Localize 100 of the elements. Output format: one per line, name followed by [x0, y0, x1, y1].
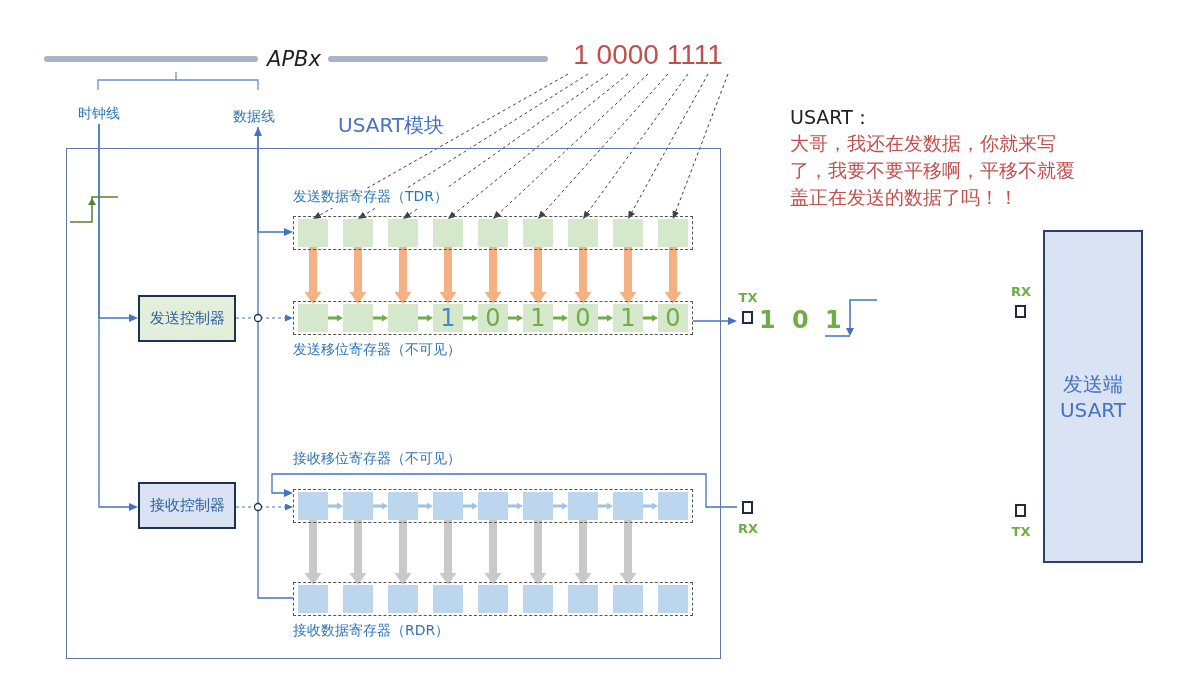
pin-label: TX — [737, 290, 759, 307]
arrow — [328, 314, 343, 322]
register-cell — [478, 219, 508, 247]
bit-cell: 0 — [568, 304, 598, 332]
pin-label: RX — [737, 521, 759, 538]
module-title: USART模块 — [338, 112, 445, 139]
block-arrow — [619, 520, 637, 585]
arrow — [373, 314, 388, 322]
arrow — [643, 502, 658, 510]
register-cell — [388, 304, 418, 332]
arrow — [553, 314, 568, 322]
register-cell — [388, 492, 418, 520]
arrow — [373, 502, 388, 510]
dashed-arrow — [235, 503, 293, 511]
block-arrow — [349, 247, 367, 304]
register-cell — [343, 219, 373, 247]
arrow — [598, 502, 613, 510]
register-cell — [568, 585, 598, 613]
controller-box: 接收控制器 — [138, 482, 236, 529]
register-cell — [298, 304, 328, 332]
register-cell — [343, 304, 373, 332]
register-cell — [523, 585, 553, 613]
register-cell — [613, 585, 643, 613]
block-arrow — [574, 520, 592, 585]
register-cell — [523, 492, 553, 520]
dashed-arrow — [628, 73, 709, 219]
bit-stream: 1 0 1 — [759, 306, 846, 332]
register-cell — [298, 492, 328, 520]
line-label: 时钟线 — [74, 104, 124, 124]
arrow — [553, 502, 568, 510]
register-cell — [478, 492, 508, 520]
dashed-arrow — [358, 73, 589, 219]
register-cell — [613, 492, 643, 520]
pin-label: TX — [1010, 524, 1032, 541]
register-cell — [433, 492, 463, 520]
bit-cell: 0 — [658, 304, 688, 332]
arrow — [328, 502, 343, 510]
note-heading: USART： — [790, 105, 872, 130]
register-cell — [658, 585, 688, 613]
binary-number: 1 0000 1111 — [562, 36, 734, 74]
dashed-arrow — [583, 73, 689, 219]
dashed-arrow — [447, 73, 629, 219]
dashed-arrow — [492, 73, 649, 219]
arrow — [254, 127, 294, 599]
arrow — [257, 126, 293, 236]
bit-cell: 1 — [433, 304, 463, 332]
pin-label: RX — [1010, 284, 1032, 301]
block-arrow — [394, 247, 412, 304]
register-cell — [568, 219, 598, 247]
block-arrow — [394, 520, 412, 585]
block-arrow — [439, 247, 457, 304]
line-label: 数据线 — [229, 107, 279, 127]
arrow — [271, 473, 738, 508]
dashed-arrow — [402, 73, 609, 219]
block-arrow — [529, 247, 547, 304]
register-cell — [343, 585, 373, 613]
arrow — [692, 317, 737, 325]
arrow — [418, 314, 433, 322]
block-arrow — [529, 520, 547, 585]
dashed-arrow — [235, 314, 293, 322]
block-arrow — [484, 520, 502, 585]
arrow — [418, 502, 433, 510]
block-arrow — [664, 247, 682, 304]
arrow — [463, 502, 478, 510]
arrow — [598, 314, 613, 322]
dashed-arrow — [537, 73, 669, 219]
arrow — [643, 314, 658, 322]
bit-cell: 1 — [613, 304, 643, 332]
register-cell — [658, 492, 688, 520]
bit-cell: 0 — [478, 304, 508, 332]
block-arrow — [484, 247, 502, 304]
register-label: 发送数据寄存器（TDR） — [293, 188, 449, 208]
arrow — [508, 502, 523, 510]
dashed-arrow — [313, 73, 569, 219]
arrow — [508, 314, 523, 322]
block-arrow — [349, 520, 367, 585]
register-cell — [478, 585, 508, 613]
note-text: 大哥，我还在发数据，你就来写了，我要不要平移啊，平移不就覆盖正在发送的数据了吗！！ — [790, 131, 1076, 210]
dashed-arrow — [672, 73, 729, 219]
bit-cell: 1 — [523, 304, 553, 332]
register-cell — [388, 219, 418, 247]
register-cell — [388, 585, 418, 613]
arrow — [98, 123, 138, 511]
bus-label: APBx — [265, 46, 322, 73]
register-cell — [433, 219, 463, 247]
register-cell — [433, 585, 463, 613]
register-cell — [613, 219, 643, 247]
block-arrow — [574, 247, 592, 304]
block-arrow — [619, 247, 637, 304]
controller-box: 发送控制器 — [138, 295, 236, 342]
register-cell — [658, 219, 688, 247]
device-box: 发送端 USART — [1043, 230, 1143, 563]
block-arrow — [304, 520, 322, 585]
register-cell — [343, 492, 373, 520]
register-cell — [568, 492, 598, 520]
block-arrow — [304, 247, 322, 304]
register-cell — [523, 219, 553, 247]
register-cell — [298, 219, 328, 247]
block-arrow — [439, 520, 457, 585]
arrow — [463, 314, 478, 322]
